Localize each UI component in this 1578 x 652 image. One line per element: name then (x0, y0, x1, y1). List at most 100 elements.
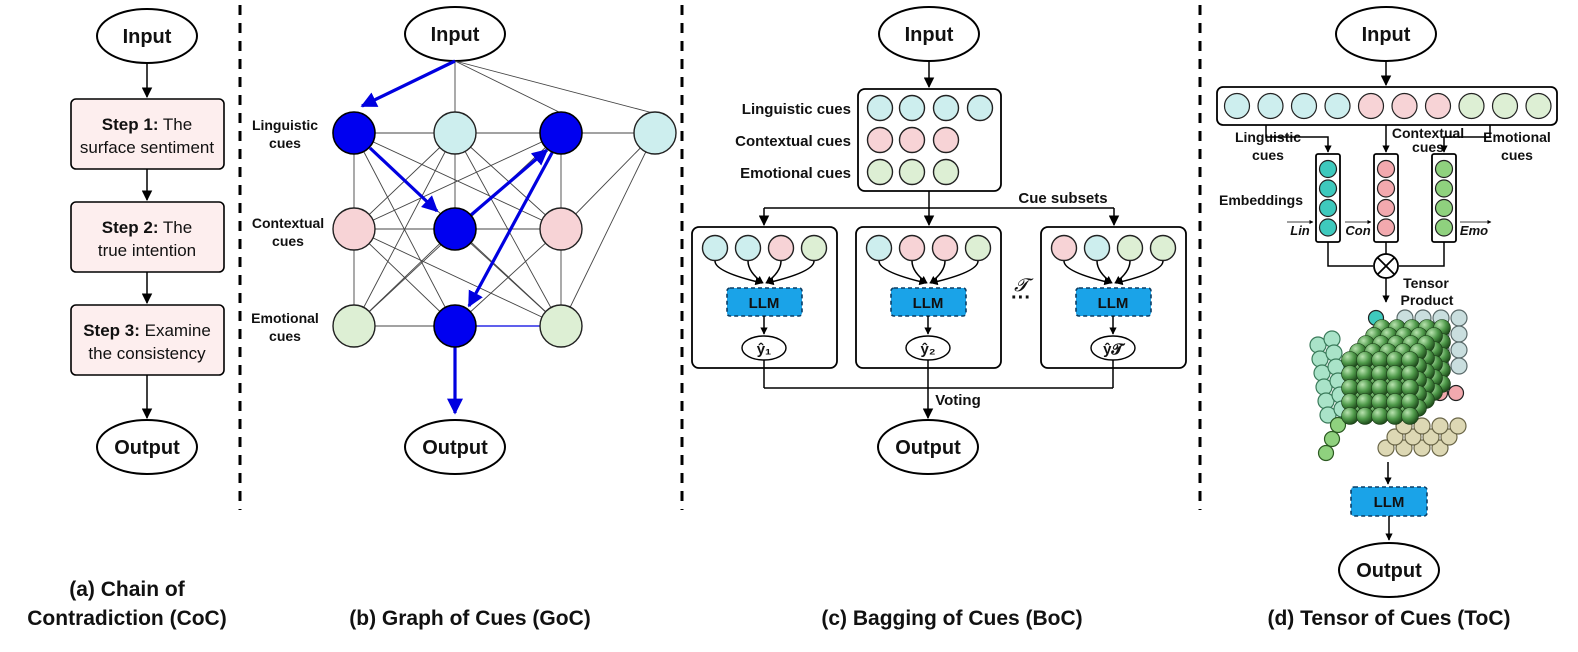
cube-emotion-ball (1395, 439, 1413, 457)
goc-edges (353, 60, 656, 327)
toc-vec-con: Con (1345, 223, 1370, 238)
coc-step-3-box (70, 304, 225, 376)
toc-input-label: Input (1362, 24, 1411, 46)
toc-cue-circle (1290, 92, 1318, 120)
cube-tensor-ball (1371, 407, 1389, 425)
caption-c: (c) Bagging of Cues (BoC) (821, 607, 1082, 630)
toc-llm-label: LLM (1374, 494, 1405, 511)
boc-label-contextual: Contextual cues (735, 133, 851, 150)
goc-node-linguistic-3 (539, 111, 583, 155)
cube-emotion-ball (1422, 428, 1440, 446)
cube-side-ball (1325, 344, 1343, 362)
boc-output-1: ŷ₁ (757, 341, 772, 358)
goc-output-node (404, 419, 506, 475)
caption-a-line1: (a) Chain of (69, 578, 185, 601)
goc-input-label: Input (431, 24, 480, 46)
toc-cue-circle (1357, 92, 1385, 120)
cube-back-ball (1450, 357, 1468, 375)
coc-output-node (96, 419, 198, 475)
toc-embedding-circle (1318, 218, 1338, 237)
toc-embedding-circle (1434, 198, 1454, 218)
toc-tensor-label-2: Product (1401, 292, 1454, 308)
goc-node-linguistic-4 (633, 111, 677, 155)
panel-graph-of-cues: Input (251, 6, 677, 630)
panel-bagging-of-cues: Input Linguistic cues Contextual cues Em… (691, 6, 1187, 630)
boc-ellipsis: ··· (1011, 287, 1031, 309)
caption-b: (b) Graph of Cues (GoC) (349, 607, 590, 630)
cube-emotion-ball (1377, 439, 1395, 457)
boc-llm-t-label: LLM (1098, 295, 1129, 312)
goc-label-emotional-1: Emotional (251, 310, 319, 326)
toc-label-contextual-2: cues (1412, 139, 1444, 155)
toc-llm (1350, 486, 1428, 517)
toc-cue-circle (1324, 92, 1351, 120)
toc-embedding-circle (1318, 159, 1338, 179)
goc-node-contextual-2 (433, 207, 477, 251)
toc-output-node (1338, 542, 1440, 598)
panel-chain-of-contradiction: Input Step 1: The surface sentiment Step… (27, 8, 227, 630)
coc-input-label: Input (123, 26, 172, 48)
cube-tensor-ball (1401, 407, 1419, 425)
coc-step-3-line2: the consistency (88, 344, 206, 363)
toc-embedding-circle (1376, 159, 1396, 179)
cube-tensor-ball (1341, 407, 1359, 425)
toc-cue-circle (1223, 92, 1251, 120)
goc-node-contextual-1 (332, 207, 376, 251)
toc-embedding-circle (1434, 159, 1454, 179)
toc-cue-circle (1458, 92, 1485, 120)
toc-cue-circle (1391, 92, 1418, 120)
toc-cue-circle (1257, 92, 1284, 120)
cube-green-ball (1323, 430, 1341, 448)
cube-tensor-ball (1386, 407, 1404, 425)
toc-cue-circle (1424, 92, 1452, 120)
toc-vec-emo: Emo (1460, 223, 1488, 238)
coc-step-2-line1: Step 2: The (102, 218, 192, 237)
toc-cue-circle (1491, 92, 1519, 120)
toc-output-label: Output (1356, 560, 1422, 582)
toc-embedding-circle (1376, 198, 1396, 218)
cube-back-ball (1450, 309, 1468, 327)
coc-step-3-line1: Step 3: Examine (83, 321, 211, 340)
toc-embedding-circle (1376, 179, 1396, 198)
cube-tensor-ball (1356, 407, 1374, 425)
toc-embedding-circle (1434, 179, 1454, 198)
boc-output-t: ŷ𝓣 (1103, 341, 1125, 358)
coc-step-1-line1: Step 1: The (102, 115, 192, 134)
toc-vec-lin: Lin (1290, 223, 1310, 238)
coc-step-2-line2: true intention (98, 241, 196, 260)
goc-label-contextual-1: Contextual (252, 215, 324, 231)
goc-node-emotional-2 (433, 304, 477, 348)
coc-step-2-box (70, 201, 225, 273)
cube-emotion-ball (1386, 428, 1404, 446)
boc-llm-2-label: LLM (913, 295, 944, 312)
toc-embedding-circle (1318, 179, 1338, 198)
boc-llm-1-label: LLM (749, 295, 780, 312)
cube-emotion-ball (1413, 417, 1431, 435)
goc-label-contextual-2: cues (272, 233, 304, 249)
toc-label-linguistic-2: cues (1252, 147, 1284, 163)
toc-embedding-circle (1434, 218, 1454, 237)
goc-label-linguistic-2: cues (269, 135, 301, 151)
cube-emotion-ball (1404, 428, 1422, 446)
tensor-cube-illustration (1309, 309, 1468, 462)
coc-step-1-box (70, 98, 225, 170)
boc-label-linguistic: Linguistic cues (742, 101, 851, 118)
goc-output-label: Output (422, 437, 488, 459)
toc-embedding-circle (1318, 198, 1338, 218)
toc-embeddings-label: Embeddings (1219, 192, 1303, 208)
cube-emotion-ball (1431, 417, 1449, 435)
boc-cue-subsets-label: Cue subsets (1018, 190, 1107, 207)
goc-reasoning-path (360, 59, 555, 415)
caption-d: (d) Tensor of Cues (ToC) (1267, 607, 1510, 630)
cube-emotion-ball (1449, 417, 1467, 435)
goc-node-emotional-1 (332, 304, 376, 348)
goc-node-emotional-3 (539, 304, 583, 348)
goc-label-linguistic-1: Linguistic (252, 117, 318, 133)
boc-t-symbol: 𝓣 (1014, 275, 1034, 295)
cube-back-ball (1450, 341, 1468, 359)
coc-output-label: Output (114, 437, 180, 459)
cube-emotion-ball (1440, 428, 1458, 446)
goc-label-emotional-2: cues (269, 328, 301, 344)
boc-input-label: Input (905, 24, 954, 46)
